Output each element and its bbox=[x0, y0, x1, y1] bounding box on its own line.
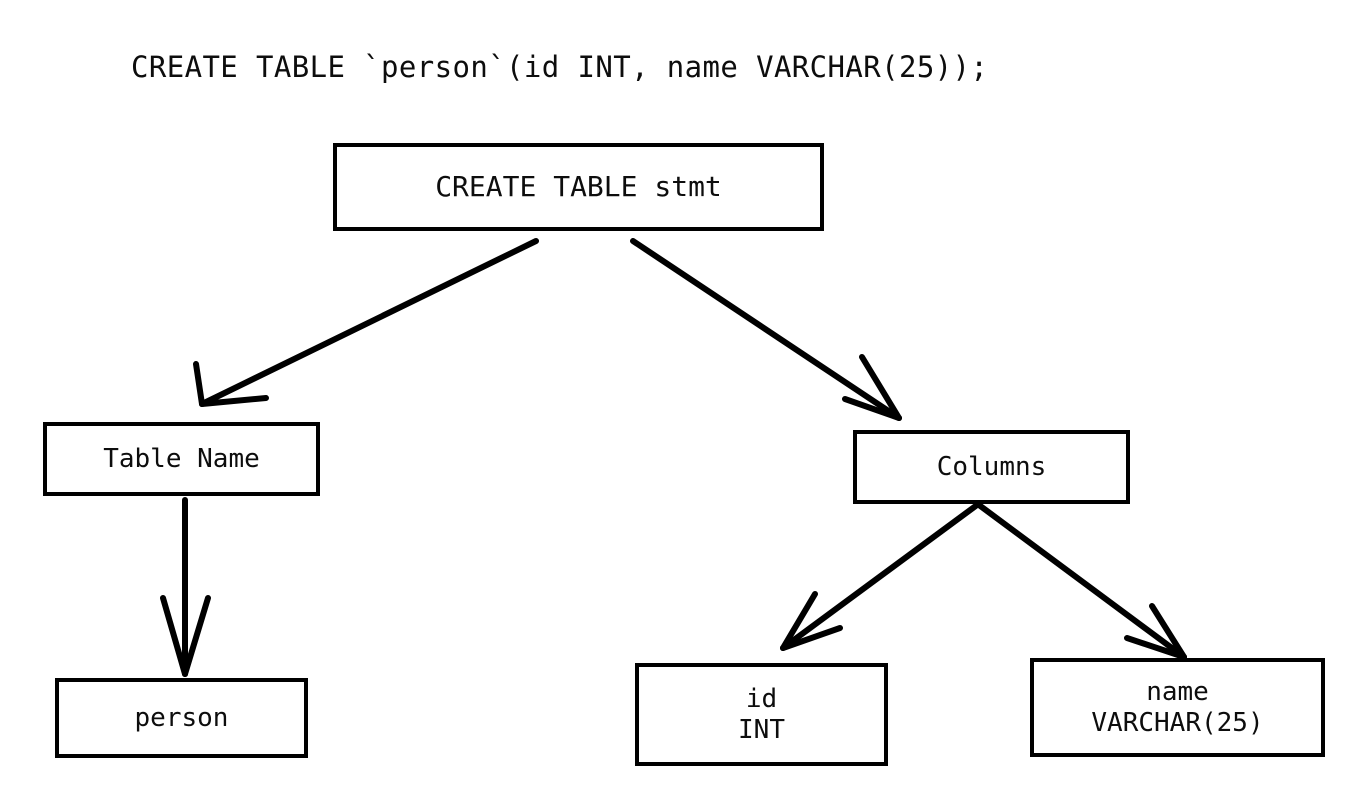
node-label-line2: VARCHAR(25) bbox=[1091, 707, 1264, 738]
node-column-id[interactable]: id INT bbox=[635, 663, 888, 766]
node-label-line1: person bbox=[134, 702, 229, 733]
page-title: CREATE TABLE `person`(id INT, name VARCH… bbox=[131, 50, 989, 84]
node-label-line1: name bbox=[1146, 676, 1209, 707]
edge-columns-to-col-name bbox=[976, 502, 1187, 660]
edge-table-name-to-person bbox=[160, 497, 211, 677]
node-label-line2: INT bbox=[738, 714, 785, 745]
node-columns[interactable]: Columns bbox=[853, 430, 1130, 504]
node-create-table-stmt[interactable]: CREATE TABLE stmt bbox=[333, 143, 824, 231]
node-table-name[interactable]: Table Name bbox=[43, 422, 320, 496]
node-label-line1: Columns bbox=[936, 451, 1047, 482]
edge-root-to-columns bbox=[630, 238, 902, 421]
edge-root-to-table-name bbox=[193, 238, 539, 407]
node-label-line1: CREATE TABLE stmt bbox=[435, 170, 722, 204]
node-label-line1: id bbox=[745, 683, 778, 714]
node-person[interactable]: person bbox=[55, 678, 308, 758]
edge-columns-to-col-id bbox=[780, 502, 980, 651]
node-column-name[interactable]: name VARCHAR(25) bbox=[1030, 658, 1325, 757]
node-label-line1: Table Name bbox=[103, 443, 260, 474]
